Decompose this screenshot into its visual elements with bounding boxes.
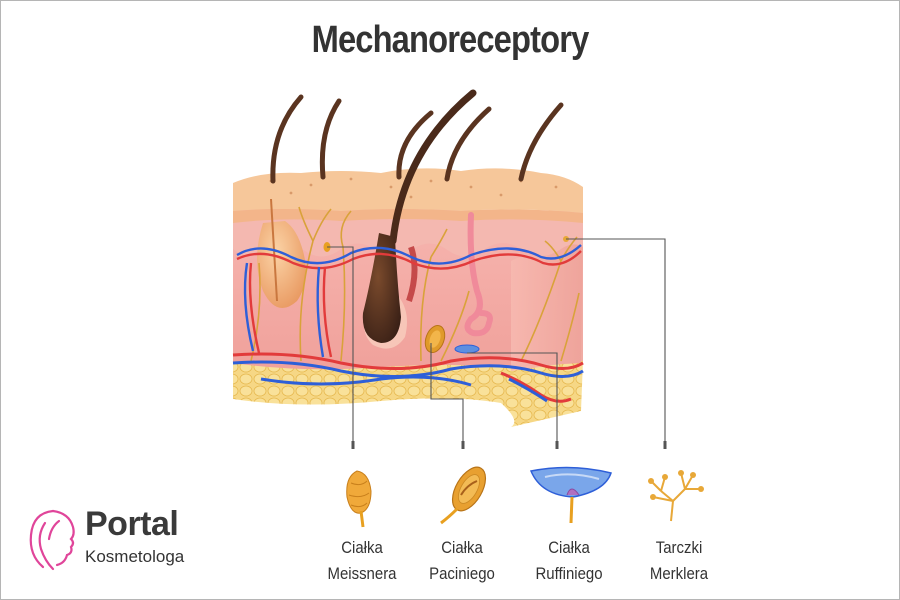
hair-follicle xyxy=(362,233,418,349)
logo-subtitle: Kosmetologa xyxy=(85,547,185,566)
receptor-label-line1: Ciałka xyxy=(341,538,383,557)
receptor-label-line2: Merklera xyxy=(649,564,709,583)
leader-lines xyxy=(327,238,667,449)
page-title: Mechanoreceptory xyxy=(311,19,590,61)
receptor-label-line1: Tarczki xyxy=(655,538,703,557)
receptor-label-pacini: Ciałka Paciniego xyxy=(409,535,515,587)
merkel-disc-icon xyxy=(648,470,704,522)
receptor-label-line1: Ciałka xyxy=(548,538,590,557)
nerve-fibers xyxy=(250,206,580,362)
receptor-label-meissner: Ciałka Meissnera xyxy=(309,535,415,587)
ruffini-ending-icon xyxy=(529,466,612,524)
face-profile-icon xyxy=(29,509,75,571)
receptor-label-line2: Meissnera xyxy=(327,564,397,583)
upper-blood-vessels xyxy=(236,244,582,358)
portal-kosmetologa-logo[interactable]: Portal Kosmetologa xyxy=(23,505,223,575)
pacinian-corpuscle-in-skin xyxy=(424,324,446,354)
lower-blood-vessels xyxy=(232,352,584,403)
ruffini-ending-in-skin xyxy=(454,344,480,354)
receptor-label-merkel: Tarczki Merklera xyxy=(626,535,732,587)
pacinian-corpuscle-icon xyxy=(440,466,487,525)
epidermis-lower xyxy=(233,209,583,223)
hair-shafts xyxy=(270,89,564,245)
receptor-label-ruffini: Ciałka Ruffiniego xyxy=(516,535,622,587)
subcutaneous-fat-layer xyxy=(233,359,583,427)
receptor-label-line2: Paciniego xyxy=(429,564,495,583)
epidermis-top xyxy=(233,168,583,213)
receptor-label-line2: Ruffiniego xyxy=(535,564,603,583)
sweat-gland xyxy=(464,212,493,337)
receptor-label-line1: Ciałka xyxy=(441,538,483,557)
logo-name: Portal xyxy=(85,505,179,543)
meissner-corpuscle-icon xyxy=(346,470,372,528)
